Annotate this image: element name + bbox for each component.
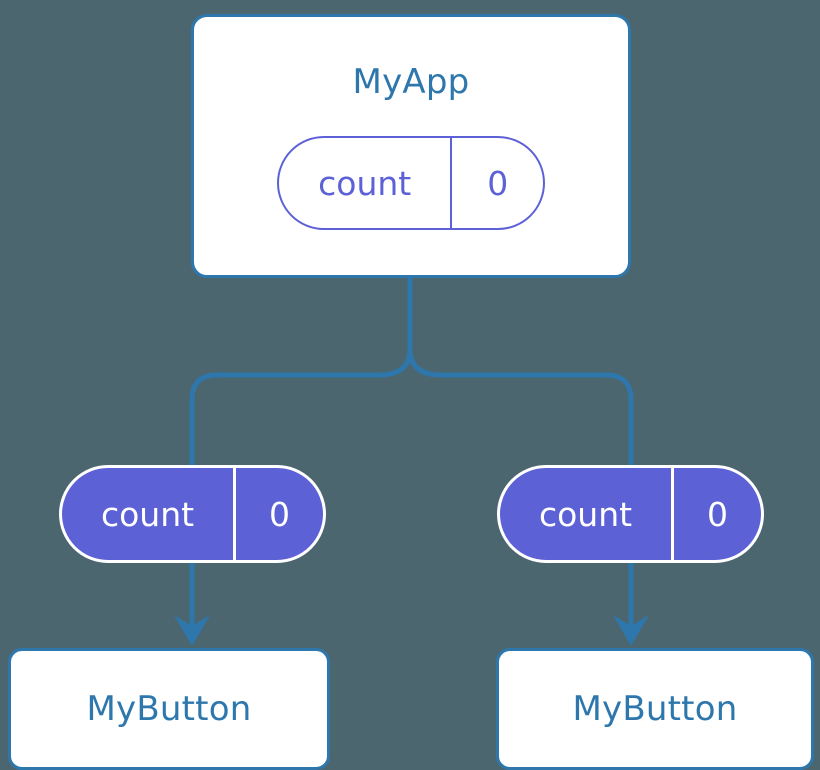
down-arrow-icon-right bbox=[613, 615, 649, 646]
state-pill-key: count bbox=[100, 494, 195, 534]
component-title-mybutton: MyButton bbox=[86, 689, 252, 729]
component-card-mybutton-right[interactable]: MyButton bbox=[496, 648, 814, 770]
state-pill-value: 0 bbox=[671, 468, 761, 560]
state-pill-left-count[interactable]: count 0 bbox=[59, 465, 326, 563]
down-arrow-icon-left bbox=[174, 615, 210, 646]
component-title-mybutton: MyButton bbox=[572, 689, 738, 729]
state-pill-right-count[interactable]: count 0 bbox=[497, 465, 764, 563]
state-pill-key: count bbox=[538, 494, 633, 534]
edge-right-state-to-button bbox=[613, 563, 649, 646]
component-card-mybutton-left[interactable]: MyButton bbox=[8, 648, 330, 770]
component-title-myapp: MyApp bbox=[352, 62, 470, 102]
state-pill-key: count bbox=[318, 163, 412, 203]
edge-junction-split bbox=[407, 348, 634, 465]
state-pill-myapp-count[interactable]: count 0 bbox=[277, 136, 545, 230]
state-pill-value: 0 bbox=[233, 468, 323, 560]
state-pill-value: 0 bbox=[450, 138, 543, 228]
edge-left-state-to-button bbox=[174, 563, 210, 646]
edge-junction-split-left bbox=[189, 348, 413, 465]
